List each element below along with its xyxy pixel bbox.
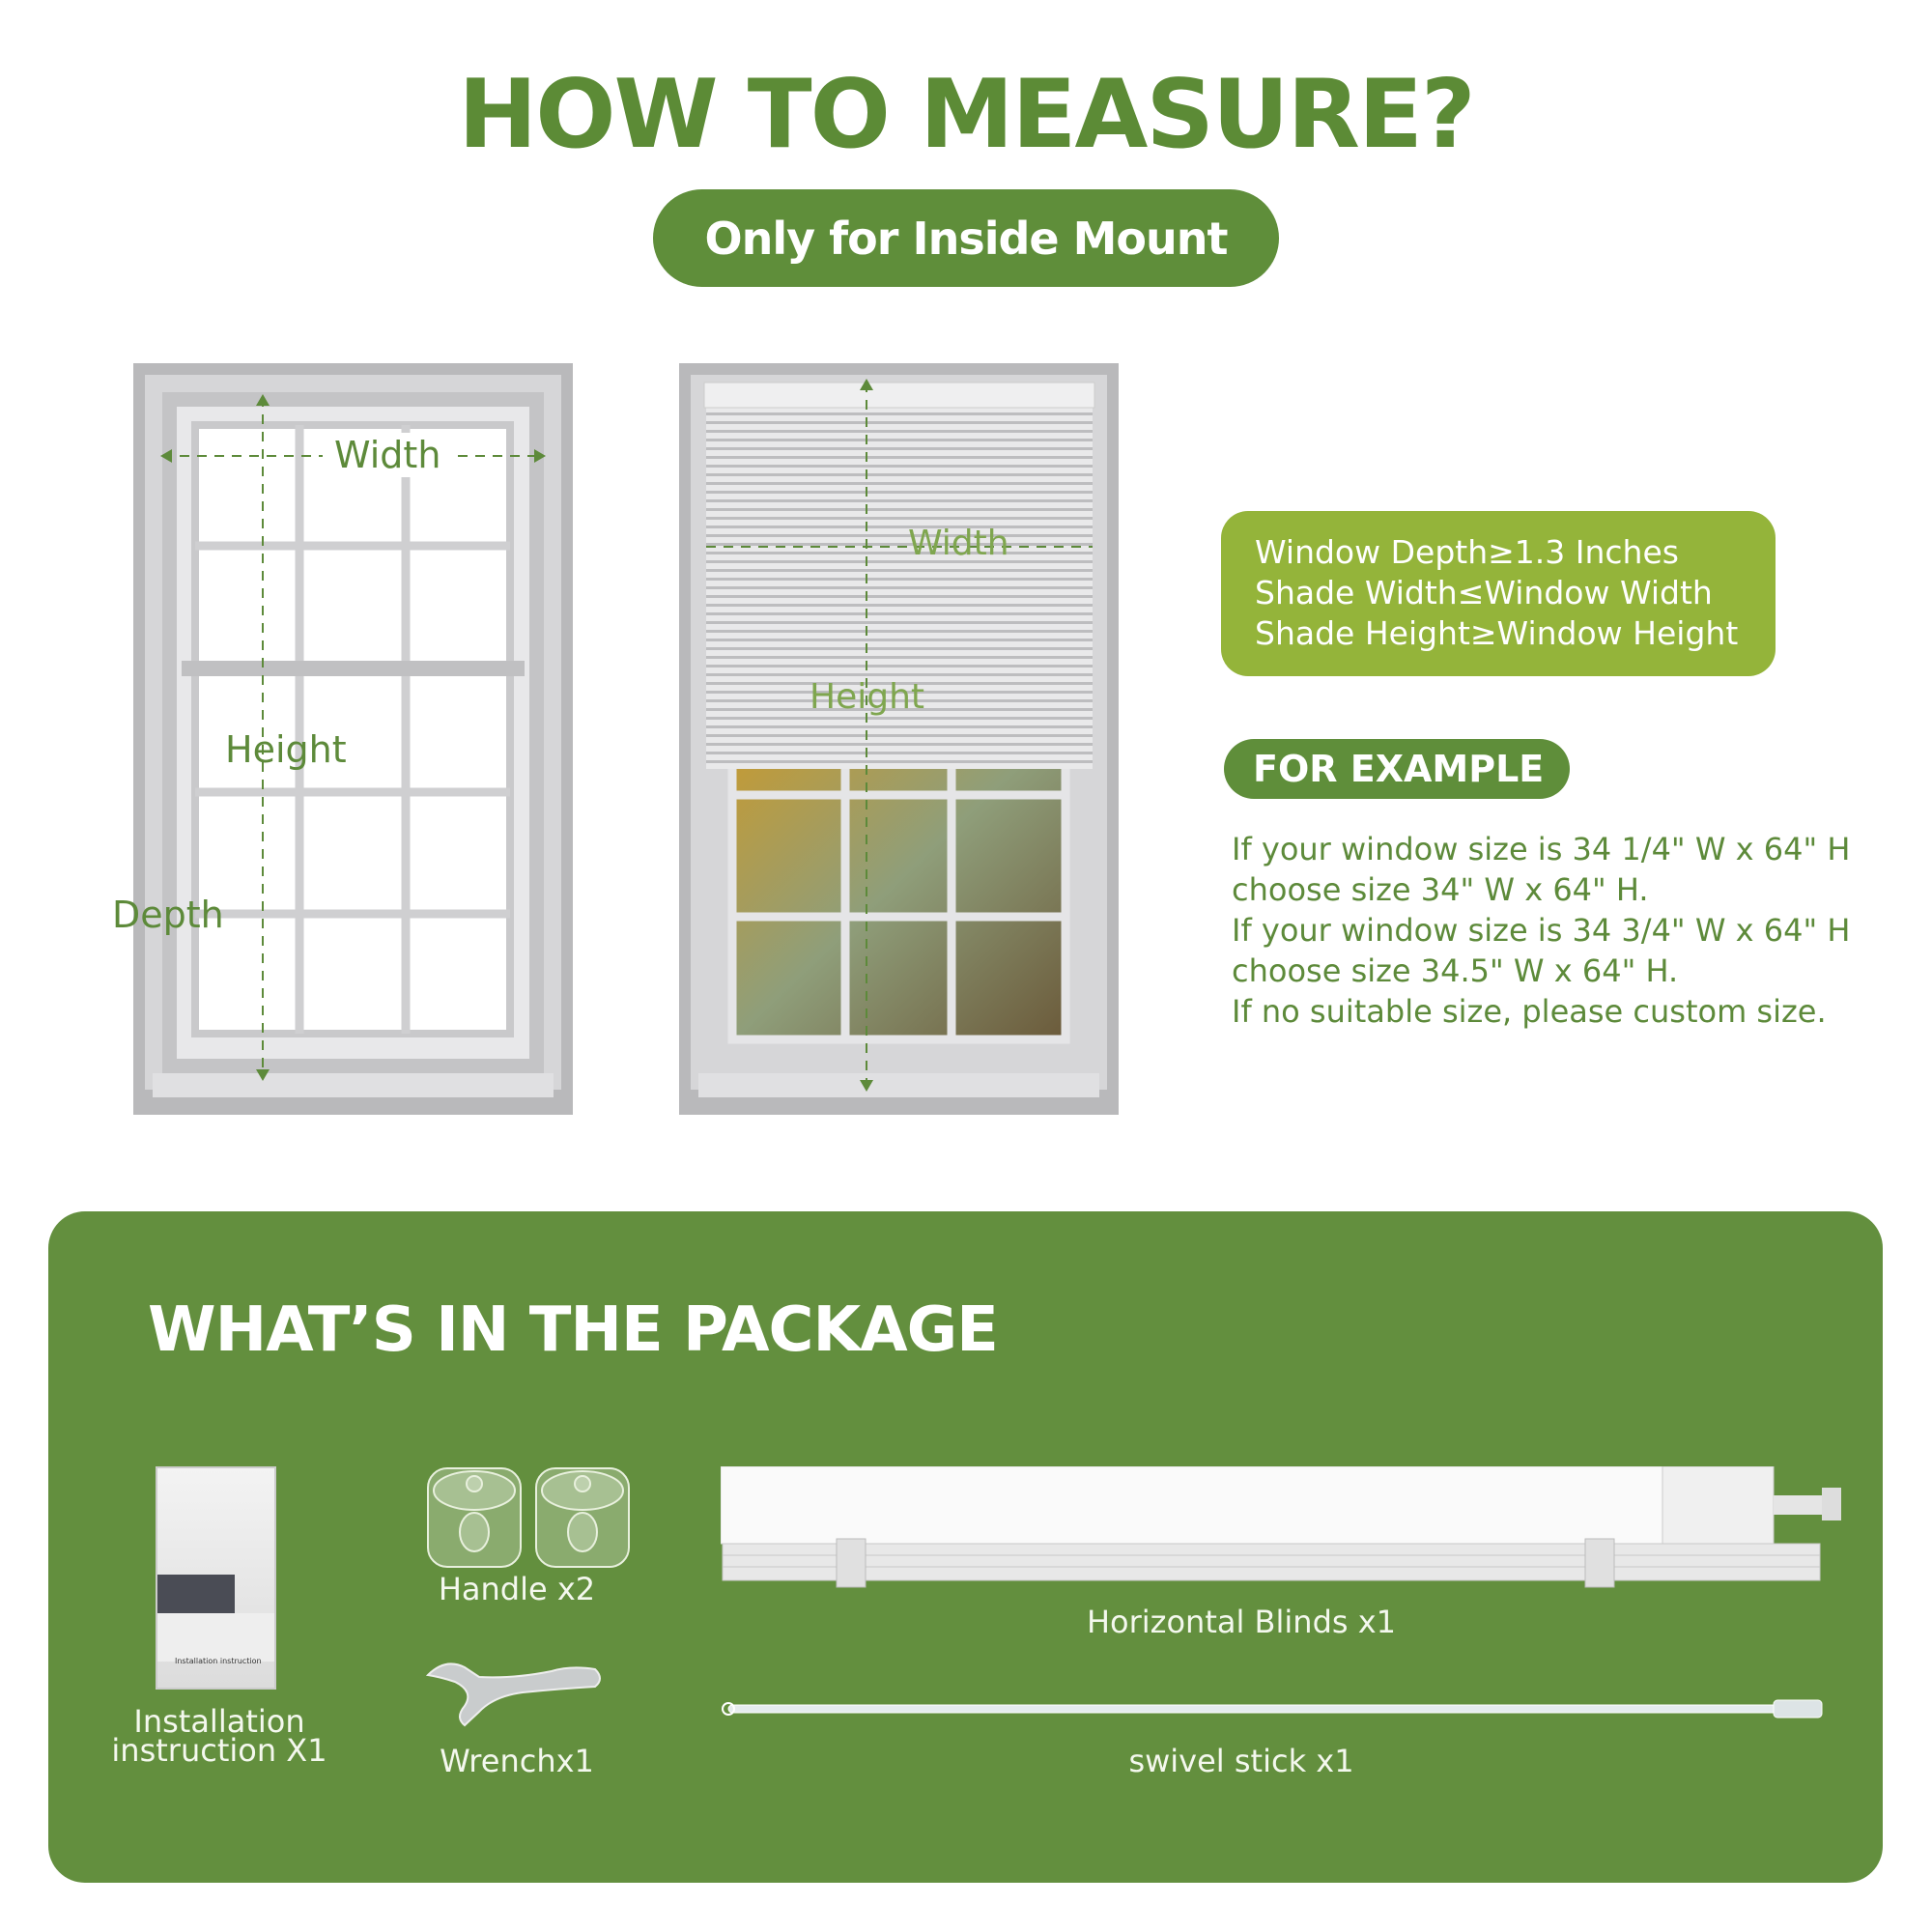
- window-blind-diagram: Width Height: [679, 363, 1119, 1115]
- instruction-label-line1: Installation: [133, 1703, 305, 1740]
- window-measure-diagram: Width Height Depth: [112, 363, 573, 1115]
- handle-icon: [427, 1467, 630, 1568]
- example-line: choose size 34.5" W x 64" H.: [1232, 952, 1679, 989]
- requirement-height: Shade Height≥Window Height: [1255, 614, 1739, 652]
- example-heading: FOR EXAMPLE: [1224, 739, 1570, 799]
- package-title: WHAT’S IN THE PACKAGE: [148, 1294, 999, 1366]
- handle-label: Handle x2: [438, 1571, 596, 1607]
- inside-mount-badge: Only for Inside Mount: [653, 189, 1279, 287]
- blinds-label: Horizontal Blinds x1: [1086, 1604, 1397, 1640]
- example-line: If your window size is 34 1/4" W x 64" H: [1232, 831, 1851, 867]
- swivel-stick-image: [722, 1699, 1823, 1719]
- height-label: Height: [810, 677, 925, 717]
- example-line: choose size 34" W x 64" H.: [1232, 871, 1649, 908]
- swivel-stick-label: swivel stick x1: [1128, 1743, 1354, 1779]
- width-label: Width: [908, 524, 1009, 563]
- wrench-icon: [426, 1662, 601, 1727]
- width-label: Width: [334, 434, 441, 476]
- booklet-text: Installation instruction: [175, 1657, 262, 1665]
- height-label: Height: [225, 728, 347, 771]
- page-title: HOW TO MEASURE?: [458, 60, 1476, 170]
- wrench-label: Wrenchx1: [440, 1743, 594, 1779]
- instruction-label: Installation instruction X1: [103, 1703, 335, 1769]
- example-line: If your window size is 34 3/4" W x 64" H: [1232, 912, 1851, 949]
- instruction-label-line2: instruction X1: [111, 1732, 327, 1769]
- example-text: If your window size is 34 1/4" W x 64" H…: [1232, 829, 1850, 1032]
- example-line: If no suitable size, please custom size.: [1232, 993, 1827, 1030]
- requirement-depth: Window Depth≥1.3 Inches: [1255, 533, 1679, 571]
- requirement-width: Shade Width≤Window Width: [1255, 574, 1713, 611]
- horizontal-blinds-image: [721, 1466, 1841, 1588]
- instruction-booklet-image: Installation instruction: [156, 1466, 276, 1690]
- depth-label: Depth: [112, 894, 224, 936]
- requirements-box: Window Depth≥1.3 Inches Shade Width≤Wind…: [1221, 511, 1776, 676]
